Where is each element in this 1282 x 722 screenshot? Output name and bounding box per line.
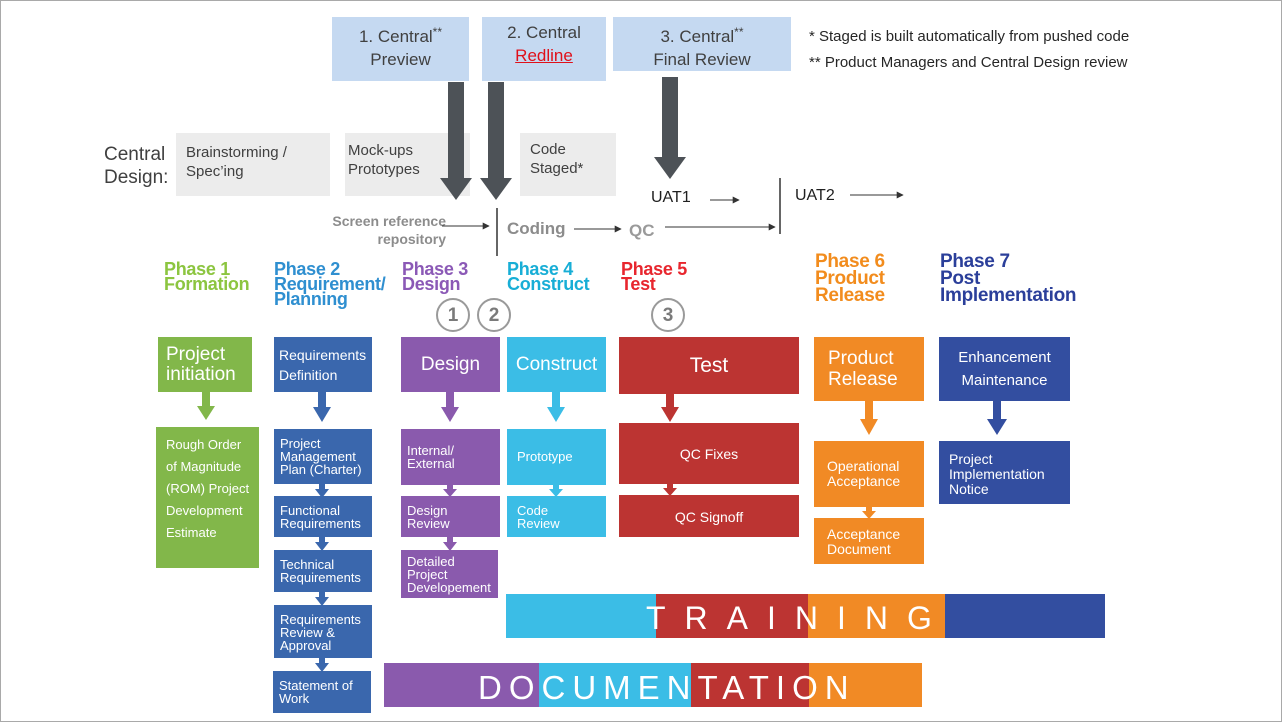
uat1-label: UAT1 (651, 189, 691, 206)
design-box: Design (401, 337, 500, 392)
phase-2-heading: Phase 2 Requirement/ Planning (274, 259, 399, 309)
qc-label: QC (629, 221, 655, 240)
review-preview-stars: ** (432, 25, 443, 39)
code-staged-box: Code Staged* (520, 133, 616, 196)
phase-2-subtitle: Requirement/ Planning (274, 274, 386, 309)
marker-2: 2 (477, 298, 511, 332)
phase-1-heading: Phase 1 Formation (164, 259, 250, 294)
phase-5-subtitle: Test (621, 274, 656, 294)
phase-5-heading: Phase 5 Test (621, 259, 687, 294)
phase-3-title: Phase 3 (402, 259, 468, 279)
p4-arrow-1 (547, 392, 565, 422)
p6-arrow-1 (860, 401, 878, 435)
doc-segment-release (809, 663, 922, 707)
phase-6-subtitle: Product Release (815, 268, 885, 306)
product-release-box: Product Release (814, 337, 924, 401)
p2-arrow-2 (315, 484, 329, 498)
p4-arrow-2 (549, 485, 563, 497)
down-arrow-preview (440, 82, 472, 200)
acceptance-document-box: Acceptance Document (814, 518, 924, 564)
review-final-number: 3. Central (660, 27, 735, 46)
p5-arrow-2 (663, 484, 677, 496)
internal-external-box: Internal/ External (401, 429, 500, 485)
review-final-label: Final Review (653, 50, 751, 69)
p1-arrow (197, 392, 215, 420)
pmp-box: Project Management Plan (Charter) (274, 429, 372, 484)
p3-arrow-3 (443, 537, 457, 551)
code-review-box: Code Review (507, 496, 606, 537)
project-initiation-box: Project initiation (158, 337, 252, 392)
phase-4-title: Phase 4 (507, 259, 573, 279)
phase-5-title: Phase 5 (621, 259, 687, 279)
p3-arrow-1 (441, 392, 459, 422)
phase-3-heading: Phase 3 Design (402, 259, 468, 294)
review-final-stars: ** (734, 25, 744, 39)
requirements-review-box: Requirements Review & Approval (274, 605, 372, 658)
p7-arrow-1 (987, 401, 1007, 435)
p2-arrow-1 (313, 392, 331, 422)
training-segment-construct (506, 594, 656, 638)
review-redline-number: 2. Central (507, 23, 581, 42)
down-arrow-final (654, 77, 686, 179)
doc-segment-test (691, 663, 809, 707)
note-staged: * Staged is built automatically from pus… (809, 28, 1130, 45)
training-segment-post (945, 594, 1105, 638)
phase-1-title: Phase 1 (164, 259, 230, 279)
rom-box: Rough Order of Magnitude (ROM) Project D… (156, 427, 259, 568)
uat2-label: UAT2 (795, 187, 835, 204)
p2-arrow-5 (315, 658, 329, 672)
prototype-box: Prototype (507, 429, 606, 485)
training-segment-release (808, 594, 945, 638)
p6-arrow-2 (862, 507, 876, 519)
note-review: ** Product Managers and Central Design r… (809, 54, 1128, 71)
statement-of-work-box: Statement of Work (273, 671, 371, 713)
phase-1-subtitle: Formation (164, 274, 250, 294)
design-review-box: Design Review (401, 496, 500, 537)
review-final-box: 3. Central** Final Review (613, 17, 791, 71)
doc-segment-design (384, 663, 539, 707)
review-redline-label: Redline (515, 46, 573, 65)
review-preview-box: 1. Central** Preview (332, 17, 469, 81)
phase-4-heading: Phase 4 Construct (507, 259, 590, 294)
phase-4-subtitle: Construct (507, 274, 590, 294)
marker-3: 3 (651, 298, 685, 332)
p3-arrow-2 (443, 485, 457, 497)
phase-2-title: Phase 2 (274, 259, 340, 279)
training-banner (506, 594, 1105, 638)
operational-acceptance-box: Operational Acceptance (814, 441, 924, 507)
phase-6-title: Phase 6 (815, 251, 885, 272)
phase-3-subtitle: Design (402, 274, 461, 294)
technical-requirements-box: Technical Requirements (274, 550, 372, 592)
screen-reference-label: Screen reference repository (332, 213, 446, 247)
doc-segment-construct (539, 663, 691, 707)
functional-requirements-box: Functional Requirements (274, 496, 372, 537)
documentation-text: DOCUMENTATION (478, 669, 856, 706)
marker-1: 1 (436, 298, 470, 332)
requirements-definition-box: Requirements Definition (274, 337, 372, 392)
training-segment-test (656, 594, 808, 638)
review-preview-number: 1. Central (358, 27, 433, 46)
qc-fixes-box: QC Fixes (619, 423, 799, 484)
phase-7-heading: Phase 7 Post Implementation (940, 251, 1110, 306)
construct-box: Construct (507, 337, 606, 392)
qc-signoff-box: QC Signoff (619, 495, 799, 537)
central-design-label: Central Design: (104, 144, 169, 188)
phase-7-title: Phase 7 (940, 251, 1010, 272)
test-box: Test (619, 337, 799, 394)
p2-arrow-3 (315, 537, 329, 551)
coding-label: Coding (507, 219, 566, 238)
review-preview-label: Preview (370, 50, 431, 69)
review-redline-box: 2. Central Redline (482, 17, 606, 81)
documentation-banner (384, 663, 922, 707)
implementation-notice-box: Project Implementation Notice (939, 441, 1070, 504)
down-arrow-redline (480, 82, 512, 200)
phase-7-subtitle: Post Implementation (940, 268, 1077, 306)
phase-6-heading: Phase 6 Product Release (815, 251, 905, 306)
p5-arrow-1 (661, 394, 679, 422)
brainstorming-box: Brainstorming / Spec’ing (176, 133, 330, 196)
training-text: TRAINING (646, 600, 951, 636)
enhancement-maintenance-box: Enhancement Maintenance (939, 337, 1070, 401)
detailed-project-box: Detailed Project Developement (401, 550, 498, 598)
p2-arrow-4 (315, 592, 329, 606)
